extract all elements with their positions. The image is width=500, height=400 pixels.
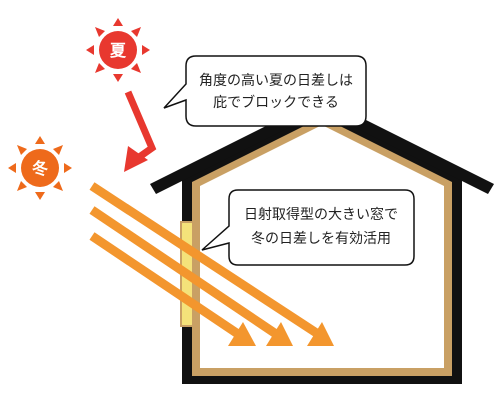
winter-ray-arrow <box>89 232 256 346</box>
winter-ray-arrow <box>89 182 334 346</box>
winter-ray-arrow <box>89 206 293 346</box>
winter-callout-line-1: 日射取得型の大きい窓で <box>244 206 398 223</box>
winter-sun-label: 冬 <box>32 159 48 178</box>
winter-sun-icon <box>8 136 72 200</box>
winter-callout-line-2: 冬の日差しを有効活用 <box>251 231 391 247</box>
winter-callout: 日射取得型の大きい窓で 冬の日差しを有効活用 <box>201 189 415 266</box>
summer-callout-line-1: 角度の高い夏の日差しは <box>199 72 353 89</box>
winter-rays <box>89 182 334 346</box>
summer-sun-label: 夏 <box>109 41 127 60</box>
summer-callout-line-2: 庇でブロックできる <box>213 94 339 111</box>
summer-callout: 角度の高い夏の日差しは 庇でブロックできる <box>163 55 367 127</box>
summer-sun-icon <box>86 18 150 82</box>
summer-ray-arrow <box>124 90 157 172</box>
